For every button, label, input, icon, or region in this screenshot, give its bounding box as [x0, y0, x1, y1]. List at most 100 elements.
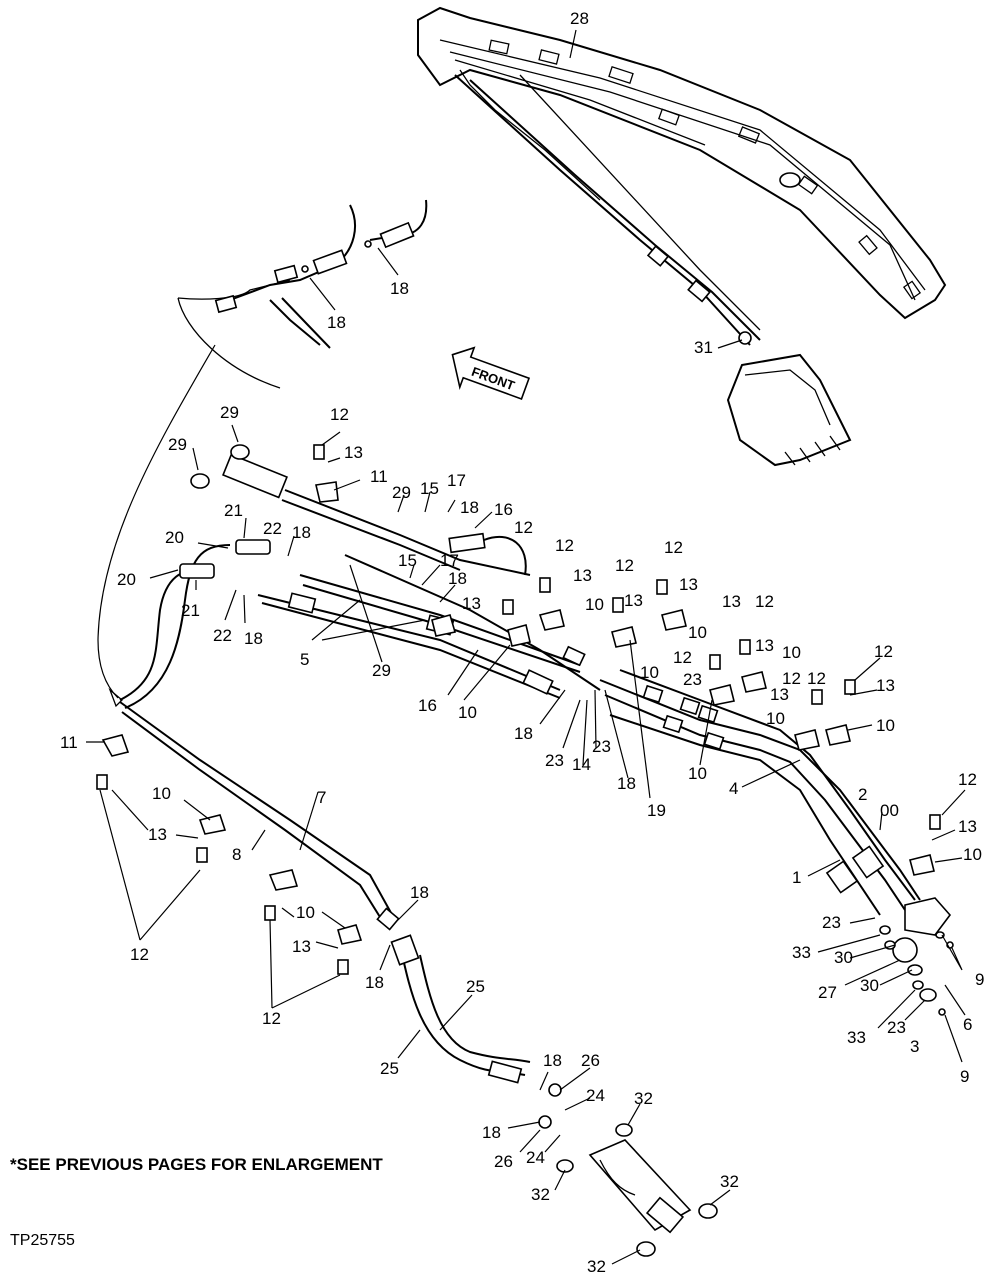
callout-10: 10 [296, 903, 315, 922]
callout-10: 10 [585, 595, 604, 614]
callout-33: 33 [792, 943, 811, 962]
enlargement-note: *SEE PREVIOUS PAGES FOR ENLARGEMENT [10, 1155, 383, 1174]
callout-18: 18 [390, 279, 409, 298]
callout-12: 12 [782, 669, 801, 688]
main-hose-lines [119, 444, 954, 1257]
callout-26: 26 [494, 1152, 513, 1171]
callout-23: 23 [822, 913, 841, 932]
callout-12: 12 [615, 556, 634, 575]
callout-16: 16 [418, 696, 437, 715]
callout-11: 11 [370, 467, 388, 486]
callout-23: 23 [545, 751, 564, 770]
callout-24: 24 [526, 1148, 545, 1167]
boom-arm-assembly [417, 6, 947, 467]
callout-32: 32 [531, 1185, 550, 1204]
callout-9: 9 [960, 1067, 969, 1086]
callout-21: 21 [224, 501, 243, 520]
callout-18: 18 [292, 523, 311, 542]
callout-13: 13 [148, 825, 167, 844]
callout-23: 23 [683, 670, 702, 689]
callout-33: 33 [847, 1028, 866, 1047]
callout-27: 27 [818, 983, 837, 1002]
callout-7: 7 [317, 788, 326, 807]
callout-17: 17 [447, 471, 466, 490]
callout-12: 12 [755, 592, 774, 611]
callout-12: 12 [330, 405, 349, 424]
callout-11: 11 [60, 733, 78, 752]
callout-18: 18 [410, 883, 429, 902]
callout-29: 29 [372, 661, 391, 680]
callout-14: 14 [572, 755, 591, 774]
callout-22: 22 [213, 626, 232, 645]
callout-20: 20 [165, 528, 184, 547]
callout-18: 18 [617, 774, 636, 793]
callout-22: 22 [263, 519, 282, 538]
callout-23: 23 [592, 737, 611, 756]
callout-6: 6 [963, 1015, 972, 1034]
callout-18: 18 [514, 724, 533, 743]
callout-29: 29 [168, 435, 187, 454]
callout-13: 13 [755, 636, 774, 655]
callout-13: 13 [292, 937, 311, 956]
front-arrow: FRONT [451, 346, 531, 400]
callout-12: 12 [673, 648, 692, 667]
leader-lines [86, 29, 966, 1265]
callout-13: 13 [770, 685, 789, 704]
callout-21: 21 [181, 601, 200, 620]
callout-12: 12 [514, 518, 533, 537]
callout-18: 18 [365, 973, 384, 992]
callout-18: 18 [244, 629, 263, 648]
callout-12: 12 [664, 538, 683, 557]
callout-19: 19 [647, 801, 666, 820]
callout-12: 12 [555, 536, 574, 555]
callout-31: 31 [694, 338, 713, 357]
callout-12: 12 [130, 945, 149, 964]
callout-30: 30 [834, 948, 853, 967]
callout-2: 2 [858, 785, 867, 804]
callout-17: 17 [440, 551, 459, 570]
callout-9: 9 [975, 970, 984, 989]
callout-13: 13 [624, 591, 643, 610]
callout-18: 18 [482, 1123, 501, 1142]
callout-8: 8 [232, 845, 241, 864]
callout-29: 29 [220, 403, 239, 422]
callout-16: 16 [494, 500, 513, 519]
callout-28: 28 [570, 9, 589, 28]
callout-10: 10 [766, 709, 785, 728]
callout-10: 10 [876, 716, 895, 735]
callout-1: 1 [792, 868, 801, 887]
callout-5: 5 [300, 650, 309, 669]
callout-10: 10 [963, 845, 982, 864]
callout-18: 18 [448, 569, 467, 588]
callout-15: 15 [420, 479, 439, 498]
callout-10: 10 [640, 663, 659, 682]
callout-18: 18 [543, 1051, 562, 1070]
callout-32: 32 [634, 1089, 653, 1108]
callout-13: 13 [722, 592, 741, 611]
callout-10: 10 [688, 764, 707, 783]
callout-29: 29 [392, 483, 411, 502]
callout-labels: 28 31 18 18 29 29 12 13 11 29 15 17 18 1… [60, 9, 984, 1276]
callout-13: 13 [876, 676, 895, 695]
callout-26: 26 [581, 1051, 600, 1070]
callout-18: 18 [460, 498, 479, 517]
callout-32: 32 [720, 1172, 739, 1191]
callout-12: 12 [262, 1009, 281, 1028]
callout-13: 13 [958, 817, 977, 836]
callout-12: 12 [807, 669, 826, 688]
callout-3: 3 [910, 1037, 919, 1056]
callout-13: 13 [344, 443, 363, 462]
callout-25: 25 [466, 977, 485, 996]
callout-32: 32 [587, 1257, 606, 1276]
callout-30: 30 [860, 976, 879, 995]
callout-23: 23 [887, 1018, 906, 1037]
callout-00: 00 [880, 801, 899, 820]
callout-12: 12 [958, 770, 977, 789]
callout-15: 15 [398, 551, 417, 570]
callout-18: 18 [327, 313, 346, 332]
clamps [96, 444, 941, 975]
callout-10: 10 [152, 784, 171, 803]
callout-13: 13 [573, 566, 592, 585]
callout-10: 10 [782, 643, 801, 662]
